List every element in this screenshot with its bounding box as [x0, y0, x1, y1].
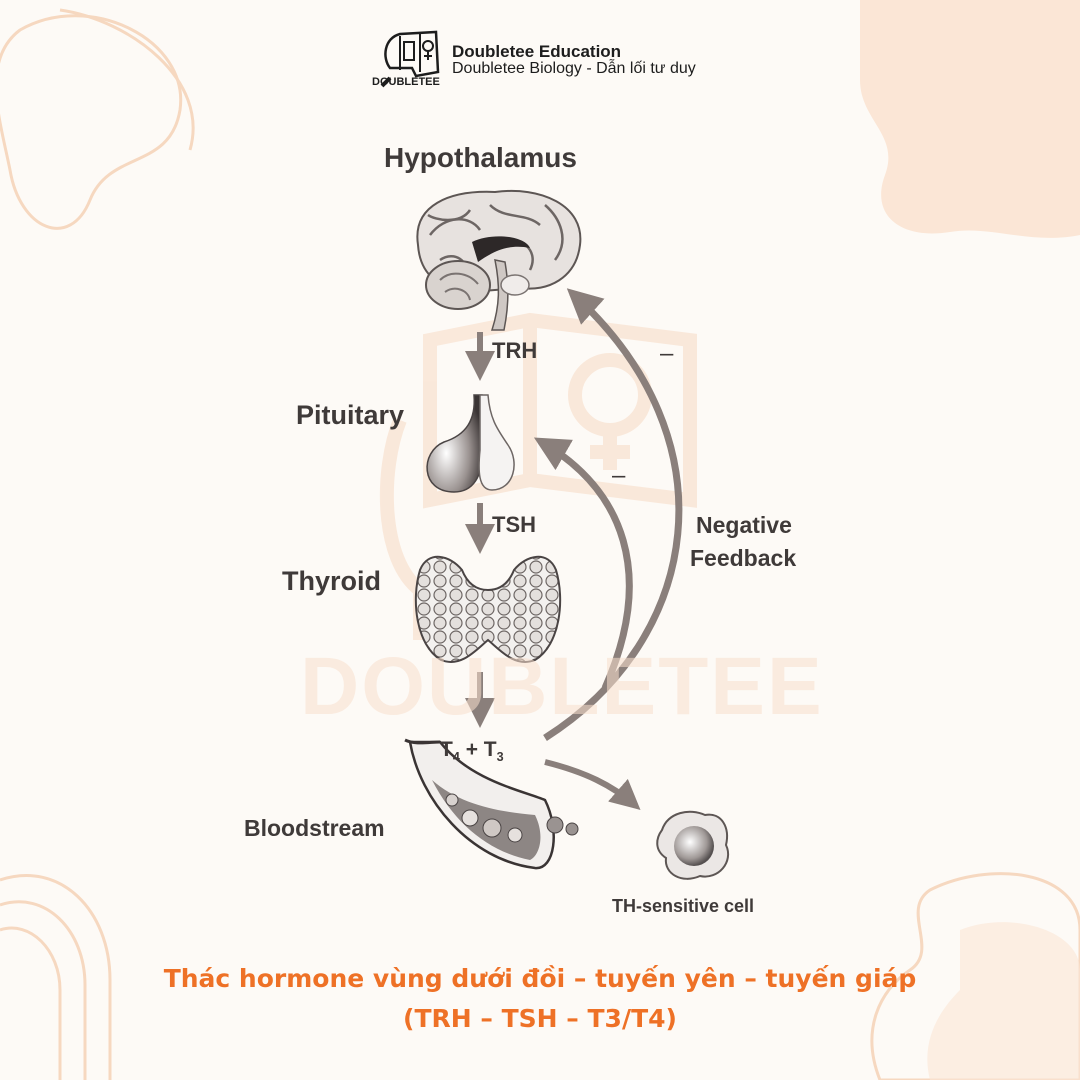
caption-subtitle: (TRH – TSH – T3/T4): [403, 1004, 677, 1033]
arrow-to-cell: [544, 759, 641, 810]
thyroid-illustration: [414, 555, 562, 663]
brand-name: Doubletee Education: [452, 42, 622, 61]
pituitary-illustration: [426, 394, 515, 493]
label-hypothalamus: Hypothalamus: [384, 142, 577, 173]
outline-top-left-2: [59, 8, 195, 151]
label-t4-t3: T4 + T3: [440, 738, 504, 764]
label-thyroid: Thyroid: [282, 566, 381, 596]
sign-inner-feedback: –: [612, 462, 626, 489]
feedback-arrow-outer: [543, 288, 683, 741]
label-pituitary: Pituitary: [296, 400, 405, 430]
sign-outer-feedback: –: [660, 340, 674, 367]
label-bloodstream: Bloodstream: [244, 815, 385, 841]
outline-bottom-right: [870, 872, 1080, 1080]
label-plus: +: [465, 738, 478, 761]
label-t3: T: [483, 738, 497, 761]
caption-title: Thác hormone vùng dưới đồi – tuyến yên –…: [163, 964, 917, 993]
label-feedback: Feedback: [690, 545, 797, 571]
logo-wordmark: DOUBLETEE: [372, 76, 440, 88]
watermark-text: DOUBLETEE: [300, 641, 824, 732]
label-th-sensitive-cell: TH-sensitive cell: [612, 896, 755, 916]
brain-illustration: [416, 190, 582, 331]
feedback-arrow-inner: [533, 437, 633, 690]
label-t4-sub: 4: [452, 750, 460, 765]
label-negative: Negative: [696, 512, 792, 538]
doubletee-logo-icon: [380, 30, 440, 88]
arch-bottom-left: [0, 874, 112, 1080]
label-trh: TRH: [492, 338, 538, 363]
label-t3-sub: 3: [496, 750, 504, 765]
blob-bottom-right: [927, 922, 1080, 1080]
th-sensitive-cell-illustration: [656, 810, 729, 880]
bloodstream-illustration: [404, 738, 579, 870]
watermark: [379, 312, 697, 640]
blob-top-right: [860, 0, 1080, 238]
label-t4: T: [440, 738, 453, 761]
outline-top-left: [0, 14, 183, 230]
brand-tagline: Doubletee Biology - Dẫn lối tư duy: [452, 60, 696, 77]
label-tsh: TSH: [492, 512, 536, 537]
